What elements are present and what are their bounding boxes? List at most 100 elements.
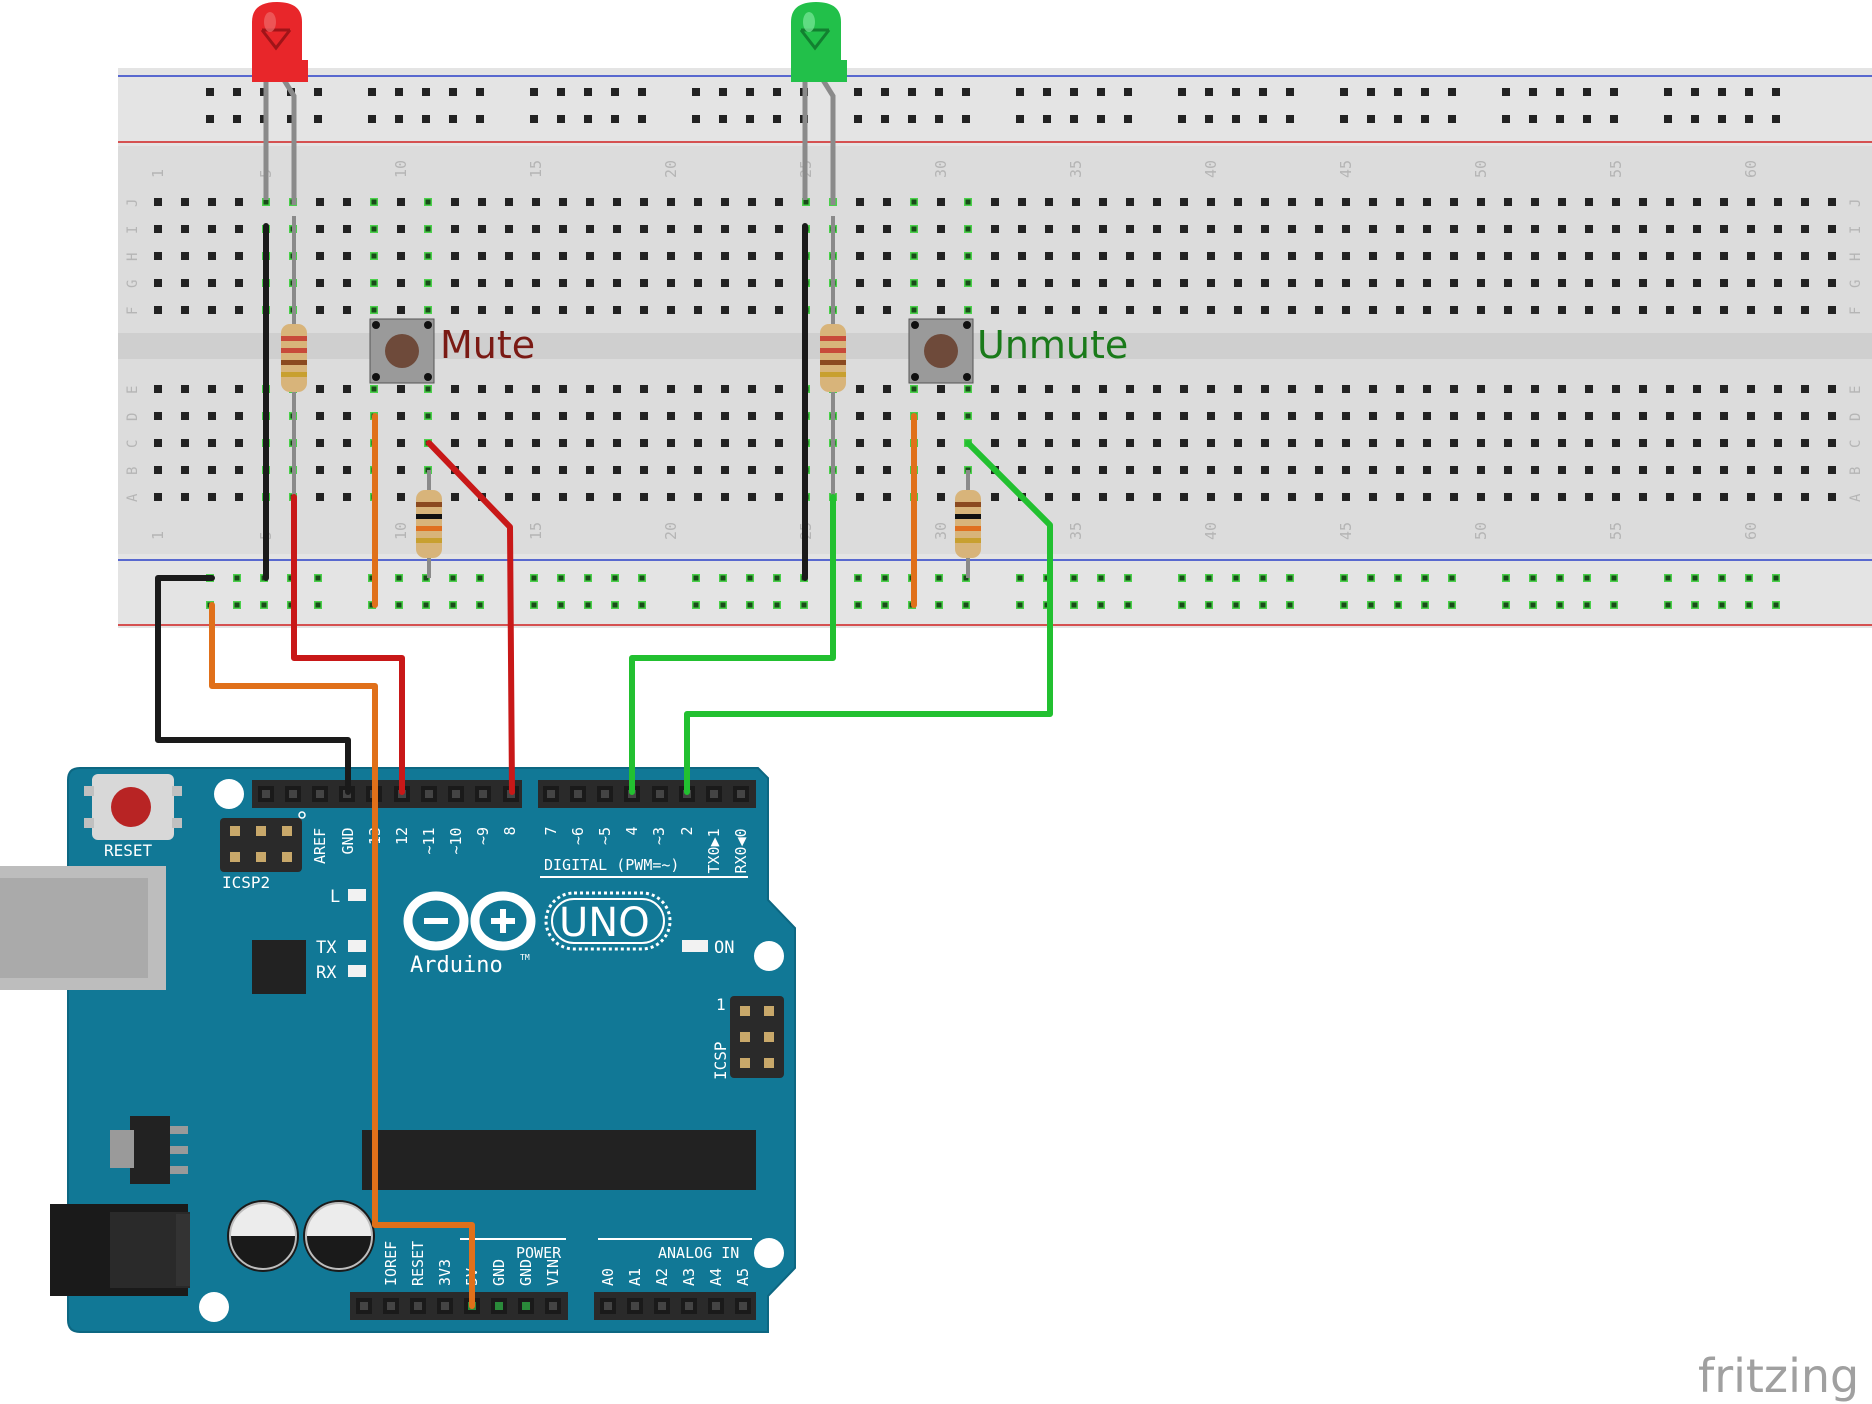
breadboard-hole	[1423, 385, 1431, 393]
breadboard-hole	[1666, 493, 1674, 501]
breadboard-hole	[449, 88, 457, 96]
icsp-pin1-label: 1	[716, 995, 726, 1014]
breadboard-hole	[505, 198, 513, 206]
breadboard-hole	[1612, 385, 1620, 393]
breadboard-hole	[1558, 252, 1566, 260]
breadboard-hole	[1178, 88, 1186, 96]
breadboard-hole	[1396, 412, 1404, 420]
breadboard-hole	[719, 88, 727, 96]
icsp-label: ICSP	[711, 1041, 730, 1080]
breadboard-hole	[1018, 225, 1026, 233]
breadboard-hole	[1180, 466, 1188, 474]
breadboard-hole	[991, 279, 999, 287]
breadboard-hole-center	[477, 602, 483, 608]
breadboard-hole	[1207, 198, 1215, 206]
breadboard-hole-center	[371, 199, 377, 205]
breadboard-hole	[694, 225, 702, 233]
breadboard-hole-center	[1557, 575, 1563, 581]
breadboard-hole	[505, 466, 513, 474]
icsp2-label: ICSP2	[222, 873, 270, 892]
breadboard-hole	[1774, 412, 1782, 420]
breadboard-hole	[1207, 439, 1215, 447]
breadboard-hole	[1126, 252, 1134, 260]
breadboard-hole	[235, 225, 243, 233]
breadboard-hole	[422, 115, 430, 123]
breadboard-hole	[1772, 88, 1780, 96]
breadboard-hole	[1180, 385, 1188, 393]
breadboard-bottom-power-rail	[118, 554, 1872, 628]
breadboard-hole	[1180, 412, 1188, 420]
green-led	[791, 2, 847, 82]
breadboard-hole	[881, 88, 889, 96]
breadboard-hole	[613, 466, 621, 474]
analog-pin-label: A3	[680, 1268, 698, 1286]
breadboard-hole	[667, 279, 675, 287]
breadboard-hole	[233, 88, 241, 96]
resistors	[281, 216, 981, 578]
breadboard-hole	[586, 493, 594, 501]
breadboard-hole	[1664, 115, 1672, 123]
breadboard-hole-center	[774, 602, 780, 608]
breadboard-hole	[1423, 198, 1431, 206]
breadboard-hole	[937, 225, 945, 233]
breadboard-hole	[1801, 466, 1809, 474]
digital-pin-label: 4	[623, 826, 641, 835]
breadboard-hole	[1639, 279, 1647, 287]
breadboard-hole	[1531, 198, 1539, 206]
breadboard-hole	[316, 252, 324, 260]
analog-pin-label: A0	[599, 1268, 617, 1286]
reset-button[interactable]	[111, 787, 151, 827]
breadboard-hole	[1099, 279, 1107, 287]
breadboard-hole	[937, 279, 945, 287]
breadboard-hole	[181, 198, 189, 206]
breadboard-hole	[640, 412, 648, 420]
breadboard-hole-center	[1665, 575, 1671, 581]
header-pin-hole	[631, 1302, 639, 1310]
breadboard-hole	[316, 279, 324, 287]
mute-pushbutton-cap[interactable]	[385, 334, 419, 368]
breadboard-hole	[640, 198, 648, 206]
led-rx	[348, 965, 366, 977]
breadboard-hole	[1369, 306, 1377, 314]
row-letter: F	[125, 307, 141, 315]
breadboard-hole	[692, 88, 700, 96]
breadboard-hole	[1531, 279, 1539, 287]
breadboard-hole	[478, 252, 486, 260]
resistor	[416, 470, 442, 578]
breadboard-hole	[1099, 466, 1107, 474]
power-pin-label: GND	[490, 1259, 508, 1286]
breadboard-hole-center	[234, 575, 240, 581]
breadboard-hole	[1315, 198, 1323, 206]
header-pin-hole	[522, 1302, 530, 1310]
breadboard-hole	[208, 279, 216, 287]
breadboard-hole-center	[693, 602, 699, 608]
breadboard-hole	[1450, 412, 1458, 420]
breadboard-hole	[559, 279, 567, 287]
digital-pin-label: ~10	[447, 827, 465, 854]
power-pin-label: IOREF	[382, 1241, 400, 1286]
row-letter: J	[125, 199, 141, 207]
breadboard-hole	[692, 115, 700, 123]
breadboard-hole	[1423, 493, 1431, 501]
breadboard-hole	[1099, 225, 1107, 233]
breadboard-hole	[1801, 252, 1809, 260]
breadboard-hole	[505, 225, 513, 233]
breadboard-hole	[1423, 279, 1431, 287]
breadboard-hole	[1234, 225, 1242, 233]
unmute-pushbutton[interactable]	[908, 318, 974, 384]
unmute-pushbutton-cap[interactable]	[924, 334, 958, 368]
column-number: 50	[1472, 522, 1490, 540]
breadboard-hole	[559, 306, 567, 314]
breadboard-hole	[748, 493, 756, 501]
breadboard-hole	[1531, 306, 1539, 314]
mute-pushbutton[interactable]	[369, 318, 435, 384]
breadboard-hole	[1018, 306, 1026, 314]
breadboard-hole	[1070, 88, 1078, 96]
breadboard-hole	[1585, 385, 1593, 393]
breadboard-hole	[1315, 439, 1323, 447]
breadboard-hole	[1126, 466, 1134, 474]
row-letter: C	[1848, 440, 1864, 448]
breadboard-hole	[1045, 252, 1053, 260]
breadboard-hole	[775, 385, 783, 393]
breadboard-hole	[937, 252, 945, 260]
